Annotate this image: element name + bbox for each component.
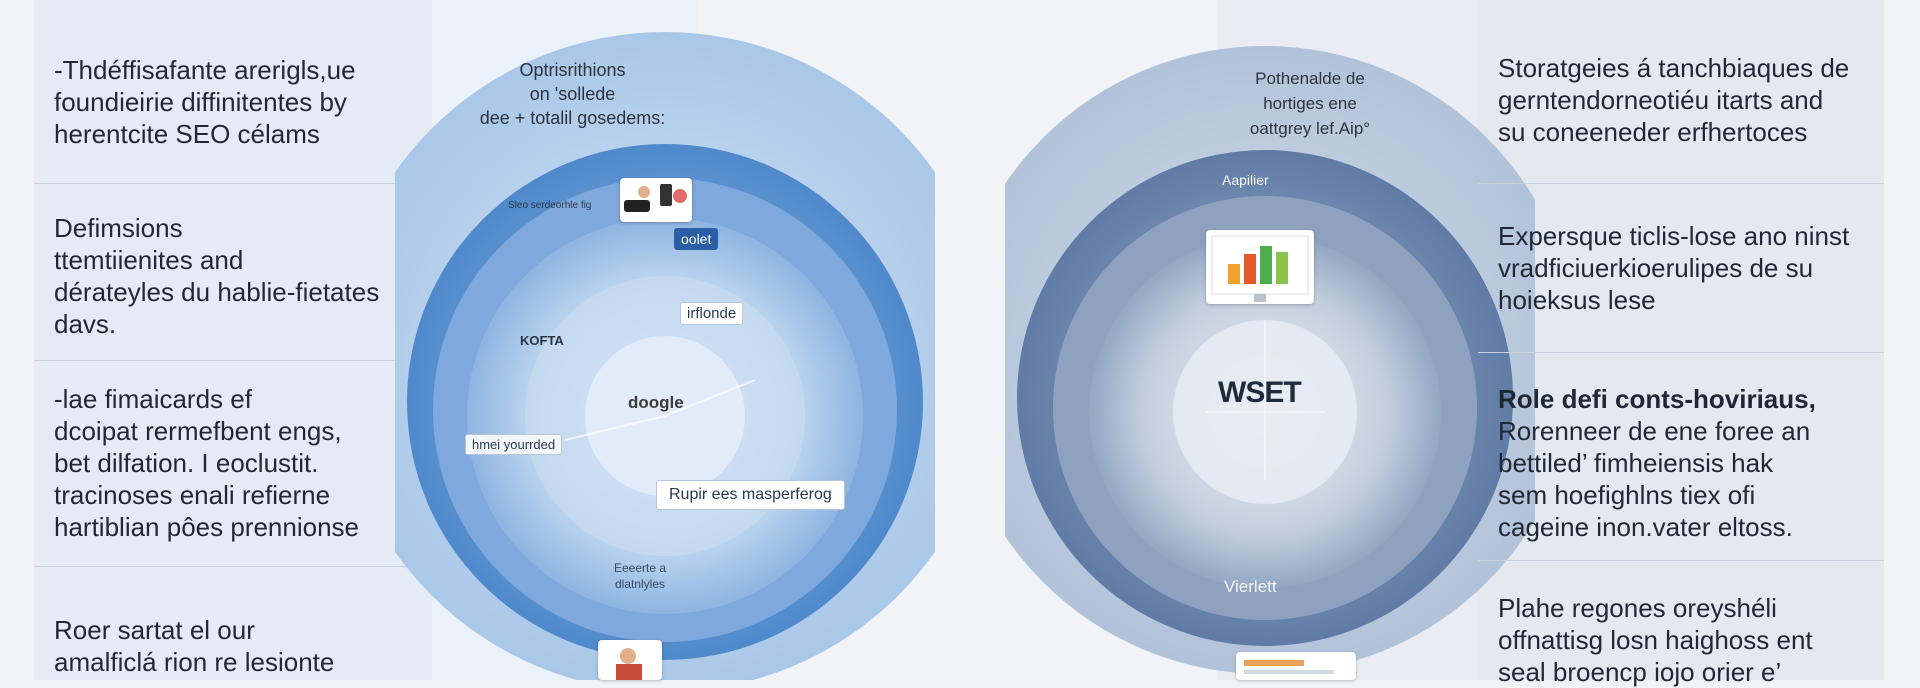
text-line: offnattisg losn haighoss ent bbox=[1498, 625, 1813, 655]
text-line: dérateyles du hablie-fietates bbox=[54, 277, 380, 307]
connector-line bbox=[664, 379, 756, 417]
right-concentric-diagram bbox=[1005, 46, 1535, 674]
text-line: hartiblian pôes prennionse bbox=[54, 512, 359, 542]
text-line: su coneeneder erfhertoces bbox=[1498, 117, 1808, 147]
illustration-card bbox=[620, 178, 692, 222]
tag-oolet: oolet bbox=[674, 228, 719, 250]
tag-top-small: Sleo serdeorhle fig bbox=[508, 200, 592, 211]
right-diagram-title: Pothenalde de hortiges ene oattgrey lef.… bbox=[1215, 66, 1405, 141]
document-icon bbox=[1244, 660, 1334, 674]
text-line: davs. bbox=[54, 309, 117, 339]
text-line: bettiled’ fimheiensis hak bbox=[1498, 448, 1774, 478]
right-divider-1 bbox=[1478, 183, 1884, 184]
text-heading: Role defi conts-hoviriaus, bbox=[1498, 384, 1816, 414]
connector-line bbox=[564, 415, 666, 441]
title-line: Pothenalde de bbox=[1255, 69, 1365, 88]
right-divider-2 bbox=[1478, 352, 1884, 353]
person-phone-icon bbox=[624, 184, 687, 212]
text-line: vradficiuerkioerulipes de su bbox=[1498, 253, 1814, 283]
left-diagram-title: Optrisrithions on 'sollede dee + totalil… bbox=[455, 58, 690, 130]
text-line: sem hoefighlns tiex ofi bbox=[1498, 480, 1756, 510]
text-line: Storatgeies á tanchbiaques de bbox=[1498, 53, 1850, 83]
left-text-block-2: Defimsions ttemtiienites and dérateyles … bbox=[34, 212, 432, 340]
left-text-panel: -Thdéffisafante arerigls,ue foundieirie … bbox=[34, 0, 432, 680]
center-logo-label: doogle bbox=[628, 393, 684, 412]
tag-hmei: hmei yourrded bbox=[465, 434, 563, 455]
text-line: herentcite SEO célams bbox=[54, 119, 320, 149]
tag-irflonde: irflonde bbox=[680, 302, 744, 325]
text-line: foundieirie diffinitentes by bbox=[54, 87, 347, 117]
right-top-label: Aapilier bbox=[1222, 172, 1269, 188]
right-text-panel: Storatgeies á tanchbiaques de gerntendor… bbox=[1478, 0, 1884, 687]
left-divider-3 bbox=[34, 566, 432, 567]
bar-chart-icon bbox=[1211, 235, 1309, 302]
monitor-chart-card bbox=[1206, 230, 1314, 304]
text-line: Expersque ticlis-lose ano ninst bbox=[1498, 221, 1850, 251]
text-line: dcoipat rermefbent engs, bbox=[54, 416, 342, 446]
left-text-block-1: -Thdéffisafante arerigls,ue foundieirie … bbox=[34, 54, 432, 150]
text-line: bet dilfation. I eoclustit. bbox=[54, 448, 319, 478]
text-line: Defimsions bbox=[54, 213, 183, 243]
tag-rupir: Rupir ees masperferog bbox=[656, 480, 845, 510]
text-line: Plahe regones oreyshéli bbox=[1498, 593, 1777, 623]
text-line: hoieksus lese bbox=[1498, 285, 1656, 315]
right-bottom-card bbox=[1236, 652, 1356, 680]
right-bottom-label: Vierlett bbox=[1224, 577, 1277, 596]
left-divider-1 bbox=[34, 183, 432, 184]
right-divider-3 bbox=[1478, 560, 1884, 561]
text-line: ttemtiienites and bbox=[54, 245, 244, 275]
text-line: amalficlá rion re lesionte bbox=[54, 647, 335, 677]
left-text-block-3: -lae fimaicards ef dcoipat rermefbent en… bbox=[34, 383, 432, 543]
text-line: -Thdéffisafante arerigls,ue bbox=[54, 55, 356, 85]
right-panel-band bbox=[1478, 0, 1884, 680]
text-line: -lae fimaicards ef bbox=[54, 384, 252, 414]
right-text-block-4: Plahe regones oreyshéli offnattisg losn … bbox=[1478, 592, 1884, 688]
person-illustration-icon bbox=[616, 648, 642, 680]
text-line: gerntendorneotiéu itarts and bbox=[1498, 85, 1824, 115]
text-line: Roer sartat el our bbox=[54, 615, 255, 645]
text-line: seal broencp iojo orier e’ bbox=[1498, 657, 1782, 687]
bottom-line: Eeeerte a bbox=[613, 561, 667, 575]
title-line: Optrisrithions bbox=[519, 60, 626, 80]
right-text-block-3: Role defi conts-hoviriaus, Rorenneer de … bbox=[1478, 383, 1884, 543]
bottom-line: dlatnlyles bbox=[614, 577, 666, 591]
text-line: Rorenneer de ene foree an bbox=[1498, 416, 1811, 446]
text-line: tracinoses enali refierne bbox=[54, 480, 331, 510]
left-divider-2 bbox=[34, 360, 432, 361]
left-concentric-diagram bbox=[395, 32, 935, 680]
text-line: cageine inon.vater eltoss. bbox=[1498, 512, 1793, 542]
title-line: dee + totalil gosedems: bbox=[479, 108, 666, 128]
title-line: on 'sollede bbox=[529, 84, 616, 104]
right-text-block-2: Expersque ticlis-lose ano ninst vradfici… bbox=[1478, 220, 1884, 316]
bottom-illustration-card bbox=[598, 640, 662, 680]
title-line: oattgrey lef.Aip° bbox=[1249, 119, 1371, 138]
left-text-block-4: Roer sartat el our amalficlá rion re les… bbox=[34, 614, 432, 678]
title-line: hortiges ene bbox=[1263, 94, 1357, 113]
right-text-block-1: Storatgeies á tanchbiaques de gerntendor… bbox=[1478, 52, 1884, 148]
right-center-logo: WSET bbox=[1218, 376, 1302, 409]
left-bottom-label: Eeeerte a dlatnlyles bbox=[580, 560, 700, 592]
tag-kofta: KOFTA bbox=[520, 333, 564, 348]
